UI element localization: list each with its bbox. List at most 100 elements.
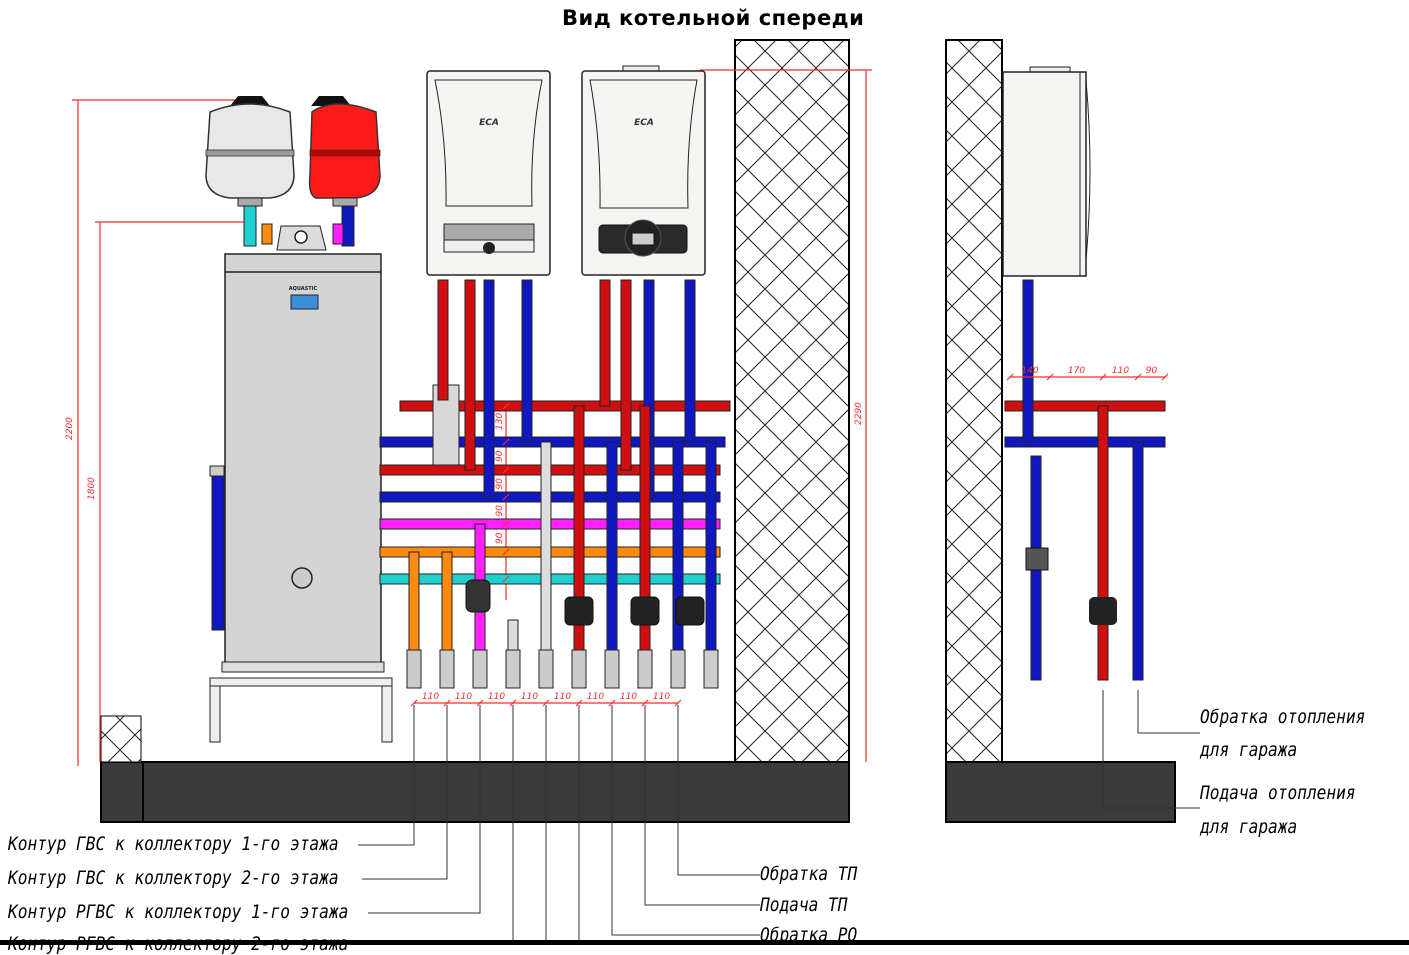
- water-heater: AQUASTIC: [209, 253, 393, 743]
- label-garage-supply-2: для гаража: [1200, 816, 1298, 838]
- dimension-label: 90: [495, 450, 505, 462]
- boiler-pipe: [684, 279, 696, 443]
- dimension-label: 110: [587, 692, 604, 702]
- outlet-riser: [540, 441, 552, 651]
- shutoff-valve: [439, 649, 455, 689]
- svg-text:ECA: ECA: [479, 118, 499, 128]
- garage-supply-collector: [1004, 400, 1166, 412]
- pipe-collector-supply: [399, 400, 731, 412]
- dimension-tick: [502, 493, 510, 501]
- garage-supply-riser: [1097, 405, 1109, 681]
- wall-garage: [945, 39, 1003, 763]
- boiler-pipe: [620, 279, 632, 471]
- boiler-garage-side: [1002, 66, 1091, 277]
- dimension-tick: [443, 699, 451, 707]
- dimension-label: 110: [455, 692, 472, 702]
- pipe-collector-return: [379, 436, 726, 448]
- boiler-pipe: [464, 279, 476, 471]
- dimension-height-tank: 1800: [87, 477, 97, 500]
- expansion-tank-red: [308, 96, 381, 207]
- label-underfloor-return: Обратка ТП: [760, 863, 858, 885]
- outlet-riser: [408, 551, 420, 651]
- dimension-label: 110: [488, 692, 505, 702]
- dimension-tick: [542, 699, 550, 707]
- shutoff-valve: [703, 649, 719, 689]
- dimension-label: 170: [1068, 366, 1085, 376]
- dimension-label: 90: [1146, 366, 1158, 376]
- shutoff-valve: [406, 649, 422, 689]
- boiler-pipe: [521, 279, 533, 443]
- boiler-pipe: [483, 279, 495, 498]
- leader-radiator-return: [611, 705, 760, 936]
- dimension-label: 90: [495, 478, 505, 490]
- dimension-label: 130: [495, 413, 505, 430]
- outlet-riser: [507, 619, 519, 651]
- dimension-tick: [608, 699, 616, 707]
- leader-garage-supply: [1102, 690, 1200, 809]
- leader-dhw-floor1: [358, 705, 415, 846]
- outlet-riser: [441, 551, 453, 651]
- circulation-pump: [630, 596, 660, 626]
- dimension-label: 110: [521, 692, 538, 702]
- boiler-left: ECA: [426, 70, 551, 276]
- leader-recirc-floor1: [368, 705, 481, 914]
- dirt-separator: [465, 579, 491, 613]
- dimension-label: 110: [554, 692, 571, 702]
- dimension-tick: [1161, 373, 1169, 381]
- dimension-label: 110: [422, 692, 439, 702]
- garage-boiler-pipe: [1022, 279, 1034, 443]
- shutoff-valve: [538, 649, 554, 689]
- shutoff-valve: [571, 649, 587, 689]
- dimension-tick: [575, 699, 583, 707]
- outlet-riser: [606, 441, 618, 651]
- dimension-tick: [1099, 373, 1107, 381]
- dimension-tick: [476, 699, 484, 707]
- garage-return-collector: [1004, 436, 1166, 448]
- dimension-tick: [641, 699, 649, 707]
- leader-underfloor-supply: [644, 705, 760, 906]
- dimension-tick: [502, 438, 510, 446]
- dimension-tick: [1134, 373, 1142, 381]
- dimension-label: 110: [1112, 366, 1129, 376]
- svg-text:ECA: ECA: [634, 118, 654, 128]
- dimension-label: 90: [495, 532, 505, 544]
- leader-underfloor-return: [677, 705, 760, 876]
- dimension-tick: [509, 699, 517, 707]
- boiler-pipe: [437, 279, 449, 401]
- floor-slab-main: [100, 761, 850, 823]
- label-garage-return-2: для гаража: [1200, 739, 1298, 761]
- label-garage-return-1: Обратка отопления: [1200, 706, 1366, 728]
- shutoff-valve: [637, 649, 653, 689]
- dimension-tick: [674, 699, 682, 707]
- dimension-label: 110: [620, 692, 637, 702]
- dimension-tick: [502, 548, 510, 556]
- label-garage-supply-1: Подача отопления: [1200, 782, 1356, 804]
- label-underfloor-supply: Подача ТП: [760, 894, 848, 916]
- shutoff-valve: [670, 649, 686, 689]
- wall-stub: [100, 715, 142, 763]
- dimension-tick: [502, 575, 510, 583]
- boiler-pipe: [599, 279, 611, 407]
- circulation-pump: [675, 596, 705, 626]
- dimension-height-total: 2200: [65, 417, 75, 440]
- expansion-tank-white: [205, 96, 295, 207]
- dimension-tick: [410, 699, 418, 707]
- label-dhw-floor1: Контур ГВС к коллектору 1-го этажа: [8, 833, 339, 855]
- dimension-tick: [1006, 373, 1014, 381]
- circulation-pump: [564, 596, 594, 626]
- floor-slab-garage: [945, 761, 1176, 823]
- label-dhw-floor2: Контур ГВС к коллектору 2-го этажа: [8, 867, 339, 889]
- garage-return-riser-2: [1132, 441, 1144, 681]
- outlet-riser: [705, 441, 717, 651]
- shutoff-valve: [472, 649, 488, 689]
- dimension-tick: [1046, 373, 1054, 381]
- boiler-right: ECA: [581, 65, 706, 276]
- garage-pump: [1089, 597, 1117, 625]
- leader-dhw-floor2: [362, 705, 448, 880]
- garage-valve: [1025, 547, 1049, 571]
- dimension-tick: [502, 520, 510, 528]
- dimension-label: 140: [1021, 366, 1038, 376]
- leader-recirc-floor2: [500, 705, 514, 945]
- leader-garage-return: [1137, 690, 1200, 734]
